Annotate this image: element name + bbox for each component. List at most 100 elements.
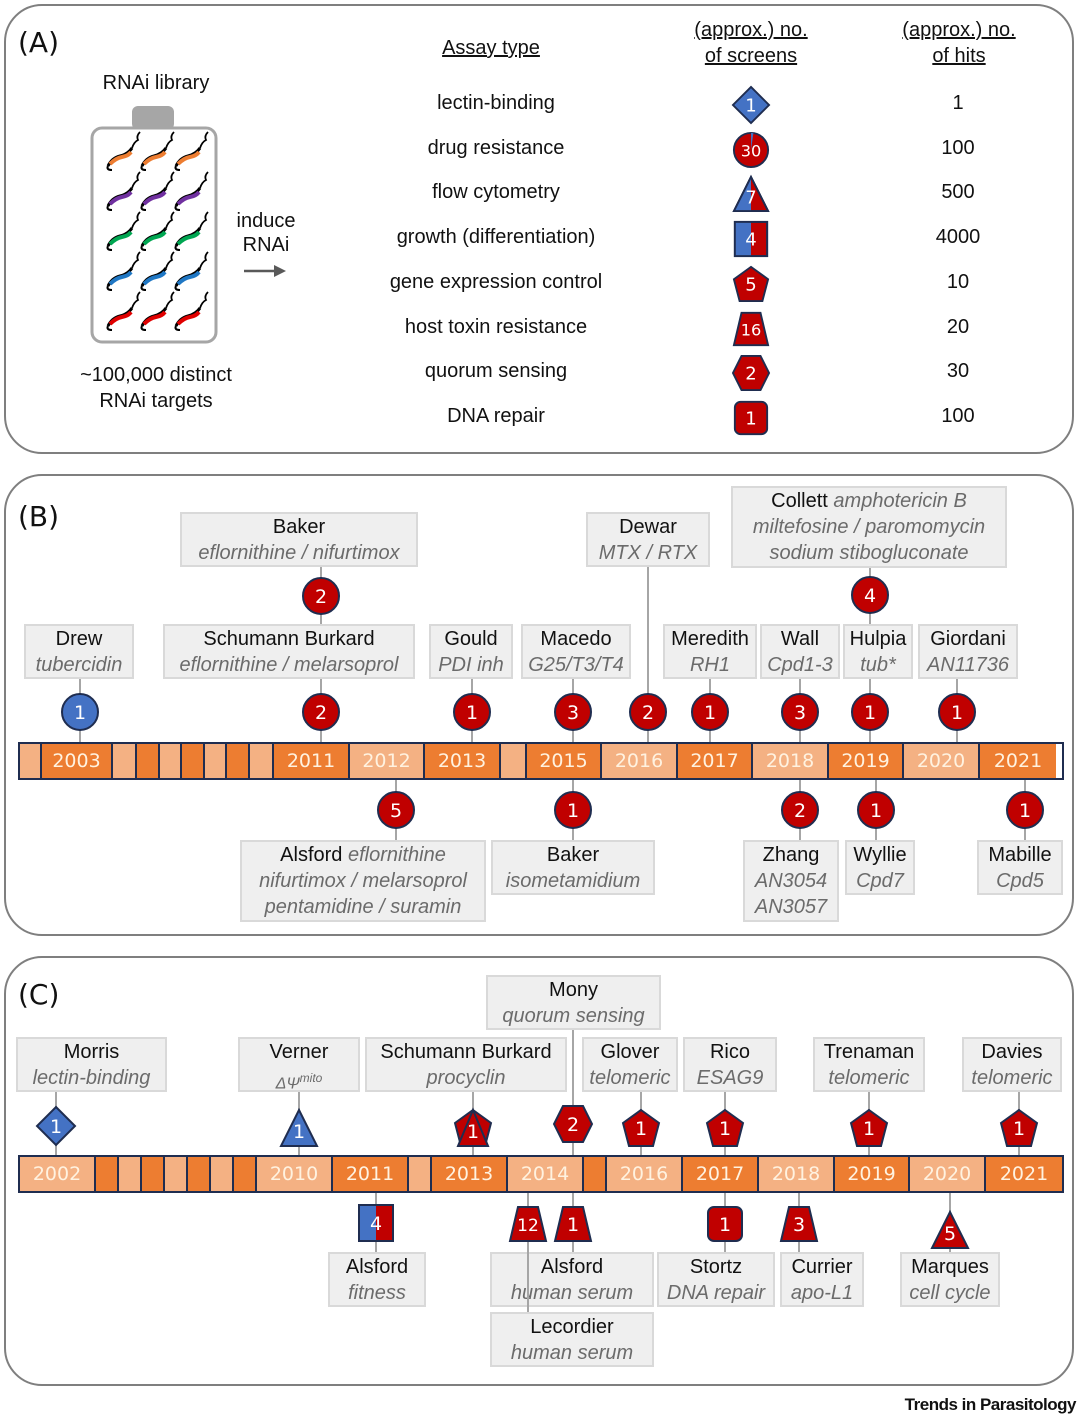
svg-text:1: 1 — [74, 702, 86, 724]
svg-text:1: 1 — [864, 702, 876, 724]
svg-text:3: 3 — [567, 702, 579, 724]
year-cell-2013: 2013 — [432, 1157, 508, 1191]
screens-marker-hexagon: 2 — [731, 354, 771, 392]
year-cell-2021: 2021 — [980, 744, 1056, 778]
rnai-library-flask-icon — [90, 106, 218, 344]
right-arrow-icon — [244, 265, 286, 277]
year-cell — [584, 1157, 607, 1191]
screen-count-marker-circle: 2 — [628, 692, 668, 732]
svg-text:7: 7 — [745, 188, 756, 209]
screen-count-marker-circle: 1 — [856, 790, 896, 830]
hits-count: 500 — [941, 181, 975, 204]
connector-line — [527, 1193, 529, 1312]
svg-text:2: 2 — [567, 1114, 579, 1136]
screen-count-marker-circle: 5 — [376, 790, 416, 830]
year-cell-2020: 2020 — [904, 744, 980, 778]
year-cell — [211, 1157, 234, 1191]
library-caption-line1: ~100,000 distinct — [80, 364, 232, 386]
screen-count-marker-circle: 1 — [850, 692, 890, 732]
year-cell — [160, 744, 182, 778]
screen-detail: Cpd1-3 — [767, 654, 833, 676]
screen-detail: eflornithine / melarsoprol — [179, 654, 399, 676]
study-label-box: Schumann Burkard eflornithine / melarsopr… — [163, 624, 415, 679]
screen-count-marker-trapezoid: 3 — [779, 1204, 819, 1244]
hits-count: 30 — [946, 360, 970, 383]
author-name: Meredith — [671, 628, 749, 650]
hits-count: 1 — [952, 92, 964, 114]
year-cell — [165, 1157, 188, 1191]
induce-label-line2: RNAi — [242, 234, 290, 256]
svg-text:4: 4 — [370, 1213, 382, 1235]
library-title: RNAi library — [102, 72, 210, 94]
svg-text:16: 16 — [741, 320, 762, 339]
year-cell — [409, 1157, 432, 1191]
trypanosome-icon — [140, 211, 175, 251]
screen-count-marker-circle: 1 — [60, 692, 100, 732]
author-name: Drew — [55, 628, 103, 650]
author-name: Alsford — [540, 1256, 604, 1278]
screen-detail: RH1 — [689, 654, 730, 676]
screen-detail: tub* — [860, 654, 896, 676]
hits-count: 100 — [941, 136, 975, 159]
year-cell-2019: 2019 — [835, 1157, 910, 1191]
connector-line — [572, 1030, 574, 1155]
screen-count-marker-circle: 1 — [937, 692, 977, 732]
svg-text:1: 1 — [1013, 1118, 1025, 1140]
svg-text:5: 5 — [390, 800, 402, 822]
screen-detail: Cpd7 — [856, 870, 904, 892]
svg-text:2: 2 — [315, 702, 327, 724]
screens-marker-pentagon: 5 — [732, 265, 770, 303]
year-cell-2018: 2018 — [753, 744, 829, 778]
screen-detail: ΔΨmito — [275, 1071, 323, 1093]
svg-text:3: 3 — [793, 1214, 805, 1236]
assay-type-label: DNA repair — [447, 404, 545, 427]
assay-type-label: growth (differentiation) — [396, 226, 596, 249]
author-name: Zhang — [762, 844, 820, 866]
screen-detail: nifurtimox / melarsoprol — [259, 870, 467, 892]
hits-count: 20 — [946, 315, 970, 338]
screen-detail: amphotericin B — [827, 490, 967, 512]
panel-c-label: (C) — [18, 978, 60, 1011]
author-name: Alsford — [345, 1256, 409, 1278]
screen-detail: AN3054 — [754, 870, 828, 892]
screens-marker-trapezoid: 16 — [732, 310, 770, 348]
author-name: Davies — [981, 1041, 1043, 1063]
screen-detail: MTX / RTX — [598, 542, 698, 564]
svg-text:2: 2 — [745, 364, 756, 385]
svg-text:1: 1 — [863, 1118, 875, 1140]
svg-text:1: 1 — [466, 702, 478, 724]
year-cell-2012: 2012 — [350, 744, 425, 778]
svg-text:1: 1 — [951, 702, 963, 724]
author-name: Dewar — [619, 516, 677, 538]
year-cell — [501, 744, 527, 778]
svg-text:1: 1 — [745, 96, 756, 117]
year-cell-2011: 2011 — [274, 744, 350, 778]
journal-footer: Trends in Parasitology — [904, 1395, 1077, 1414]
year-cell-2015: 2015 — [527, 744, 602, 778]
header-hits-line2: of hits — [932, 45, 986, 67]
svg-text:4: 4 — [745, 230, 756, 251]
screen-count-marker-pentagon: 1 — [705, 1108, 745, 1148]
hits-count: 4000 — [935, 226, 981, 249]
year-cell-2003: 2003 — [42, 744, 113, 778]
induce-label-line1: induce — [236, 210, 296, 232]
screen-count-marker-circle: 1 — [1005, 790, 1045, 830]
author-name: Schumann Burkard — [203, 628, 375, 650]
year-cell — [142, 1157, 165, 1191]
screen-count-marker-pentagon: 1 — [999, 1108, 1039, 1148]
connector-line — [320, 616, 322, 624]
trypanosome-icon — [106, 131, 141, 171]
author-name: Mony — [549, 979, 598, 1001]
screen-count-marker-pentagon-triangle: 1 — [453, 1107, 493, 1148]
author-name: Collett — [771, 490, 828, 512]
